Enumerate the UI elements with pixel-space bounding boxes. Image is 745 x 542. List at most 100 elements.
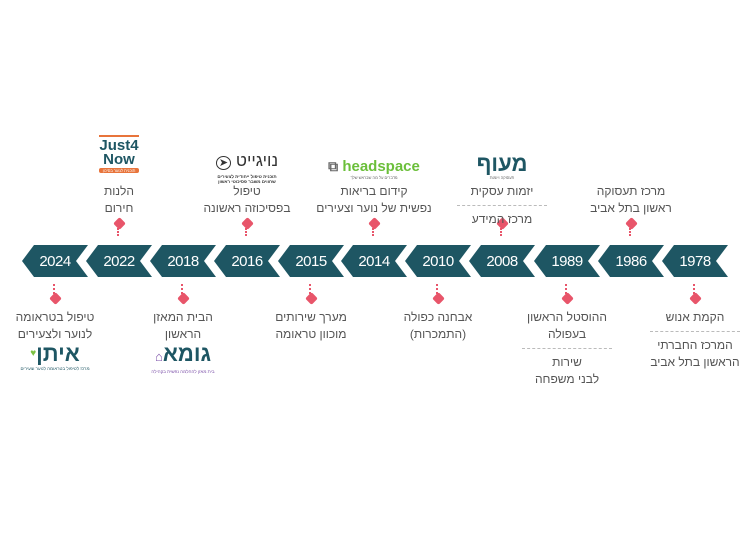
chevron-shape [662, 245, 728, 277]
text-line: הקמת אנוש [665, 310, 725, 324]
dotted-line [117, 228, 121, 236]
text-line: בעפולה [547, 327, 587, 341]
milestone-text-2016: טיפול בפסיכוזה ראשונה [182, 183, 312, 217]
year-chevron-2008: 2008 [469, 245, 535, 277]
year-label: 2022 [103, 253, 135, 270]
pin-marker [624, 217, 638, 236]
dotted-line [181, 284, 185, 294]
chevron-shape [341, 245, 407, 277]
diamond-icon [240, 217, 254, 230]
logo-2016: נויגייט ➤ תוכנית טיפול ייחודית לצעירים שח… [187, 152, 307, 186]
logo-subtitle: תוכנית לנוער בסיכון [99, 168, 139, 173]
logo-subtitle: בית מאזן להחלמה נפשית בקהילה [151, 369, 215, 374]
chevron-shape [22, 245, 88, 277]
diamond-icon [304, 292, 318, 305]
text-line: הבית המאזן [153, 310, 213, 324]
year-chevron-2014: 2014 [341, 245, 407, 277]
logo-subtitle: מדברים על מה שבראש שלך [350, 175, 398, 180]
text-line: הראשון [164, 327, 202, 341]
year-chevron-2024: 2024 [22, 245, 88, 277]
dotted-line [693, 284, 697, 294]
pin-marker [176, 284, 190, 305]
diamond-icon [560, 292, 574, 305]
year-chevron-2016: 2016 [214, 245, 280, 277]
logo-text: Just4Now [99, 135, 139, 168]
year-chevron-2010: 2010 [405, 245, 471, 277]
pin-marker [112, 217, 126, 236]
pin-marker [688, 284, 702, 305]
year-label: 2008 [486, 253, 518, 270]
year-label: 2014 [358, 253, 390, 270]
text-line: (התמכרות) [409, 327, 467, 341]
diamond-icon [48, 292, 62, 305]
year-label: 1978 [679, 253, 711, 270]
pin-marker [560, 284, 574, 305]
dotted-line [245, 228, 249, 236]
text-line: חירום [104, 201, 134, 215]
chevron-shape [469, 245, 535, 277]
chevron-shape [405, 245, 471, 277]
divider [650, 331, 740, 332]
dotted-line [309, 284, 313, 294]
diamond-icon [367, 217, 381, 230]
dotted-line [53, 284, 57, 294]
logo-subtitle: תוכנית טיפול ייחודית לצעירים שחווים משבר… [217, 174, 277, 184]
text-line: מרכז המידע [471, 212, 533, 226]
year-label: 2015 [295, 253, 327, 270]
chevron-shape [598, 245, 664, 277]
text-line: מרכז תעסוקה [596, 184, 666, 198]
divider [457, 205, 547, 206]
dotted-line [436, 284, 440, 294]
dotted-line [500, 228, 504, 236]
year-label: 1989 [551, 253, 583, 270]
pin-marker [495, 217, 509, 236]
pin-marker [304, 284, 318, 305]
text-line: קידום בריאות [340, 184, 408, 198]
chevron-shape [534, 245, 600, 277]
text-line: לבני משפחה [534, 372, 600, 386]
text-line: יזמות עסקית [470, 184, 534, 198]
text-line: מוכוון טראומה [275, 327, 347, 341]
dotted-line [372, 228, 376, 236]
headspace-icon: ⧉ [328, 158, 339, 174]
year-label: 2010 [422, 253, 454, 270]
diamond-icon [688, 292, 702, 305]
chevron-shape [86, 245, 152, 277]
year-chevron-2015: 2015 [278, 245, 344, 277]
year-chevron-1986: 1986 [598, 245, 664, 277]
dotted-line [629, 228, 633, 236]
logo-text: נויגייט [235, 151, 279, 170]
text-line: לנוער ולצעירים [17, 327, 93, 341]
logo-subtitle: תעסוקה ויזמות [489, 175, 515, 180]
year-label: 1986 [615, 253, 647, 270]
text-line: טיפול [233, 184, 261, 198]
dotted-line [565, 284, 569, 294]
diamond-icon [112, 217, 126, 230]
year-label: 2016 [231, 253, 263, 270]
chevron-shape [214, 245, 280, 277]
pin-marker [240, 217, 254, 236]
chevron-shape [150, 245, 216, 277]
year-label: 2018 [167, 253, 199, 270]
pin-marker [367, 217, 381, 236]
divider [522, 348, 612, 349]
year-chevron-2022: 2022 [86, 245, 152, 277]
text-line: בפסיכוזה ראשונה [203, 201, 291, 215]
logo-text: מעוף [476, 151, 528, 176]
diamond-icon [431, 292, 445, 305]
pin-marker [431, 284, 445, 305]
logo-text: איתן [36, 341, 80, 366]
text-line: אבחנה כפולה [403, 310, 473, 324]
navigation-arrow-icon: ➤ [215, 156, 232, 170]
text-line: טיפול בטראומה [15, 310, 95, 324]
milestone-text-2008: יזמות עסקית מרכז המידע [437, 183, 567, 228]
